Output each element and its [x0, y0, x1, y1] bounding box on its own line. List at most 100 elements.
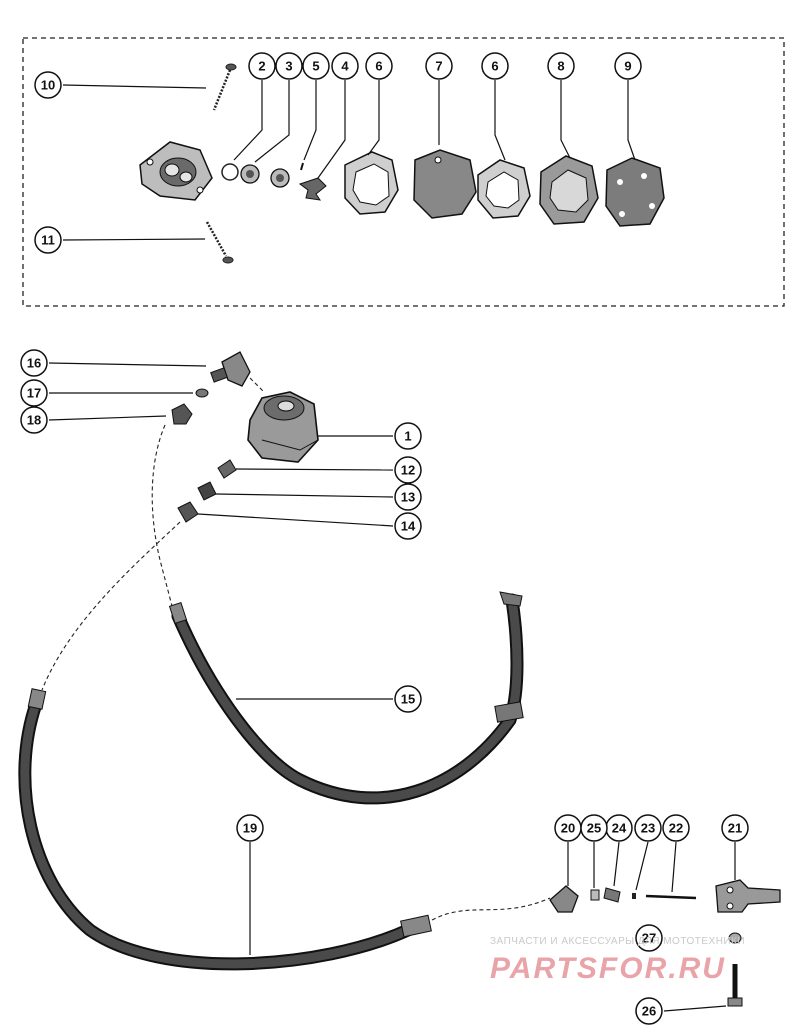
- pump-body-top: [139, 141, 213, 201]
- callout-16-text: 16: [27, 356, 41, 371]
- callout-6-text: 6: [375, 59, 382, 74]
- callout-3-text: 3: [285, 59, 292, 74]
- part-19-fuel-hose: [18, 688, 432, 971]
- part-7-diaphragm: [413, 149, 477, 219]
- part-3-valve-second: [270, 168, 290, 188]
- callout-23-text: 23: [641, 821, 655, 836]
- callout-6: 6: [365, 52, 393, 80]
- callout-11-circle: [34, 226, 62, 254]
- part-20-fitting: [549, 885, 579, 913]
- callout-21-circle: [721, 814, 749, 842]
- callout-17-text: 17: [27, 386, 41, 401]
- top-leader-lines: [62, 80, 636, 241]
- callout-10: 10: [34, 71, 62, 99]
- callout-6-second: 6: [481, 52, 509, 80]
- callout-9-circle: [614, 52, 642, 80]
- callout-5: 5: [302, 52, 330, 80]
- callout-9: 9: [614, 52, 642, 80]
- callout-19-circle: [236, 814, 264, 842]
- part-22-needle: [645, 894, 697, 900]
- callout-26: 26: [635, 997, 663, 1025]
- callout-20-text: 20: [561, 821, 575, 836]
- dashed-connectors: [41, 377, 551, 921]
- callout-1-circle: [394, 422, 422, 450]
- part-10-screw: [212, 63, 237, 111]
- callout-23-circle: [634, 814, 662, 842]
- part-17-ferrule: [195, 388, 209, 398]
- callout-19-text: 19: [243, 821, 257, 836]
- callout-17-circle: [20, 379, 48, 407]
- part-27-washer: [728, 932, 742, 944]
- part-21-valve-body: [715, 879, 781, 913]
- callout-25-text: 25: [587, 821, 601, 836]
- callout-9-text: 9: [624, 59, 631, 74]
- callout-3-circle: [275, 52, 303, 80]
- part-15-fuel-hose: [168, 591, 524, 805]
- callout-27-text: 27: [642, 931, 656, 946]
- callout-20: 20: [554, 814, 582, 842]
- callout-11: 11: [34, 226, 62, 254]
- callout-21-text: 21: [728, 821, 742, 836]
- callout-6-second-circle: [481, 52, 509, 80]
- callout-13: 13: [394, 483, 422, 511]
- callout-7-text: 7: [435, 59, 442, 74]
- callout-12: 12: [394, 456, 422, 484]
- callout-11-text: 11: [41, 233, 55, 248]
- part-4-retainer: [298, 177, 327, 201]
- callout-4-circle: [331, 52, 359, 80]
- callout-14-circle: [394, 512, 422, 540]
- callout-7-circle: [425, 52, 453, 80]
- callout-14: 14: [394, 512, 422, 540]
- callout-27-circle: [635, 924, 663, 952]
- part-2-o-ring: [221, 163, 239, 181]
- callout-10-circle: [34, 71, 62, 99]
- watermark-tagline: ЗАПЧАСТИ И АКСЕССУАРЫ ДЛЯ МОТОТЕХНИКИ: [490, 936, 745, 947]
- part-24-spring: [603, 887, 621, 903]
- callout-3: 3: [275, 52, 303, 80]
- callout-15-circle: [394, 685, 422, 713]
- callout-7: 7: [425, 52, 453, 80]
- callout-2-text: 2: [258, 59, 265, 74]
- part-12-fitting: [217, 459, 237, 479]
- callout-19: 19: [236, 814, 264, 842]
- callout-25: 25: [580, 814, 608, 842]
- part-18-nut: [171, 403, 193, 425]
- callout-18: 18: [20, 406, 48, 434]
- callout-25-circle: [580, 814, 608, 842]
- part-26-bolt: [727, 964, 743, 1007]
- callout-8: 8: [547, 52, 575, 80]
- callout-22-circle: [662, 814, 690, 842]
- callout-22: 22: [662, 814, 690, 842]
- part-8-cover: [539, 155, 599, 225]
- callout-22-text: 22: [669, 821, 683, 836]
- callout-10-text: 10: [41, 78, 55, 93]
- callout-8-circle: [547, 52, 575, 80]
- part-6-gasket: [344, 151, 399, 215]
- callout-6-second-text: 6: [491, 59, 498, 74]
- callout-12-circle: [394, 456, 422, 484]
- part-9-plate: [605, 157, 665, 227]
- callout-5-circle: [302, 52, 330, 80]
- callout-18-text: 18: [27, 413, 41, 428]
- callout-18-circle: [20, 406, 48, 434]
- callout-5-text: 5: [312, 59, 319, 74]
- callout-24: 24: [605, 814, 633, 842]
- callout-15-text: 15: [401, 692, 415, 707]
- callout-1: 1: [394, 422, 422, 450]
- callout-6-circle: [365, 52, 393, 80]
- part-6-gasket-second: [477, 159, 531, 219]
- watermark: ЗАПЧАСТИ И АКСЕССУАРЫ ДЛЯ МОТОТЕХНИКИ PA…: [490, 936, 745, 985]
- watermark-logo: PARTSFOR.RU: [490, 952, 726, 985]
- callout-23: 23: [634, 814, 662, 842]
- mid-leader-lines: [48, 362, 394, 955]
- callout-26-text: 26: [642, 1004, 656, 1019]
- callout-27: 27: [635, 924, 663, 952]
- part-1-fuel-pump: [247, 391, 319, 463]
- part-3-valve: [240, 164, 260, 184]
- callout-24-text: 24: [612, 821, 627, 836]
- callout-1-text: 1: [404, 429, 411, 444]
- callout-16-circle: [20, 349, 48, 377]
- callout-13-circle: [394, 483, 422, 511]
